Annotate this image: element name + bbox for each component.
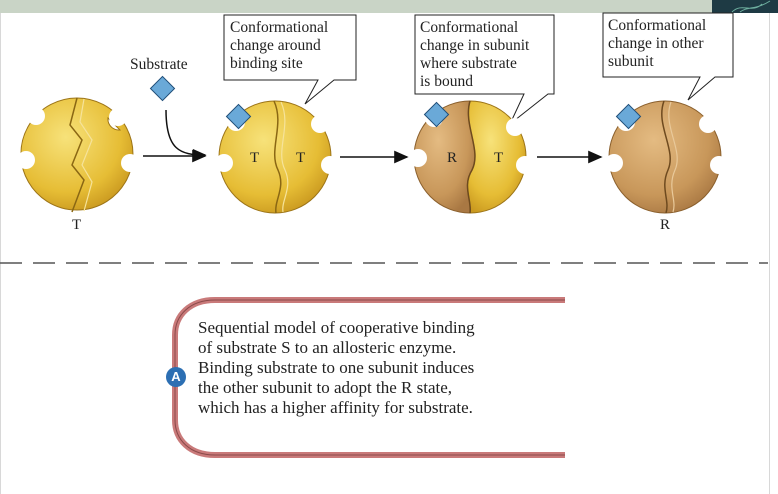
callout-2-line-4: is bound xyxy=(420,73,473,90)
enzyme-3-rt xyxy=(409,100,534,214)
callout-2-line-3: where substrate xyxy=(420,55,517,72)
enzyme-1-t-state xyxy=(17,97,139,213)
callout-3-line-2: change in other xyxy=(608,35,704,52)
caption-badge: A xyxy=(166,367,186,387)
caption-text: Sequential model of cooperative binding … xyxy=(198,318,550,418)
caption-line-3: Binding substrate to one subunit induces xyxy=(198,358,475,377)
caption-line-1: Sequential model of cooperative binding xyxy=(198,318,475,337)
callout-1-line-3: binding site xyxy=(230,55,303,72)
caption-line-5: which has a higher affinity for substrat… xyxy=(198,398,473,417)
left-edge xyxy=(0,13,1,494)
substrate-label: Substrate xyxy=(130,56,188,73)
enzyme-2-right-subunit-label: T xyxy=(296,150,305,166)
enzyme-3-left-subunit-label: R xyxy=(447,150,457,166)
caption-line-2: of substrate S to an allosteric enzyme. xyxy=(198,338,457,357)
enzyme-3-right-subunit-label: T xyxy=(494,150,503,166)
free-substrate-diamond xyxy=(149,75,176,102)
enzyme-1-state-label: T xyxy=(72,217,81,233)
callout-3-line-1: Conformational xyxy=(608,17,706,34)
callout-box-3: Conformational change in other subunit xyxy=(602,12,734,101)
callout-1-line-1: Conformational xyxy=(230,19,328,36)
callout-1-line-2: change around xyxy=(230,37,321,54)
callout-2-line-2: change in subunit xyxy=(420,37,530,54)
enzyme-4-state-label: R xyxy=(660,217,670,233)
callout-box-1: Conformational change around binding sit… xyxy=(223,14,357,105)
enzyme-2-tt xyxy=(215,100,339,214)
callout-2-line-1: Conformational xyxy=(420,19,518,36)
enzyme-4-bound-substrate xyxy=(615,103,642,130)
caption-line-4: the other subunit to adopt the R state, xyxy=(198,378,453,397)
window-top-bar xyxy=(0,0,778,13)
enzyme-3-bound-substrate xyxy=(423,101,450,128)
right-edge xyxy=(769,13,770,494)
enzyme-2-left-subunit-label: T xyxy=(250,150,259,166)
enzyme-2-bound-substrate xyxy=(225,103,252,130)
callout-3-line-3: subunit xyxy=(608,53,654,70)
callout-box-2: Conformational change in subunit where s… xyxy=(414,14,555,125)
enzyme-4-r-state xyxy=(605,100,728,214)
substrate-binding-arrow xyxy=(165,109,207,161)
corner-thumbnail xyxy=(712,0,778,13)
